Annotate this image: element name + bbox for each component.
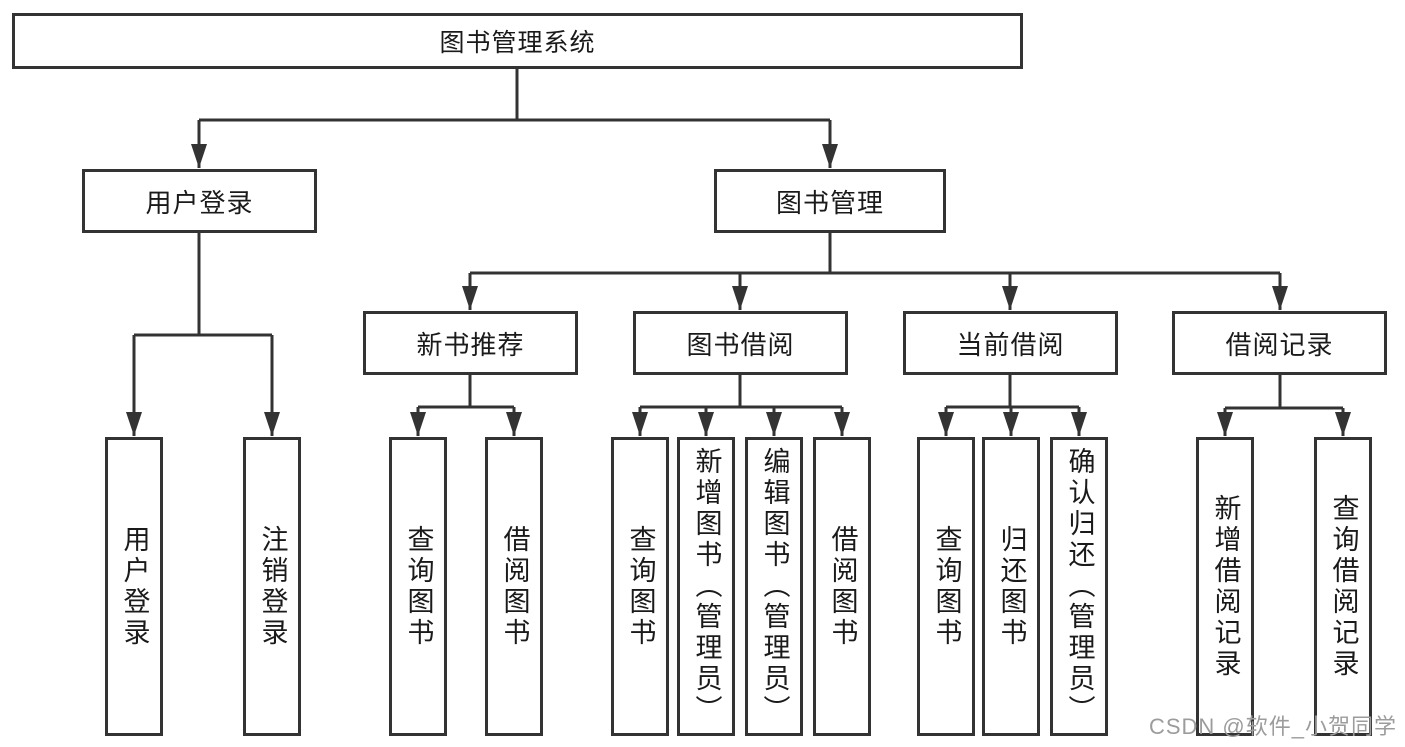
node-book-borrowing: 图书借阅: [633, 311, 848, 375]
leaf-add-borrow-record: 新增借阅记录: [1196, 437, 1254, 736]
leaf-edit-books-admin: 编辑图书（管理员）: [745, 437, 803, 736]
leaf-add-books-admin: 新增图书（管理员）: [677, 437, 735, 736]
node-book-management: 图书管理: [714, 169, 946, 233]
node-library-system: 图书管理系统: [12, 13, 1023, 69]
leaf-query-books-borrow: 查询图书: [611, 437, 669, 736]
leaf-user-login: 用户登录: [105, 437, 163, 736]
node-current-borrowing: 当前借阅: [903, 311, 1118, 375]
leaf-query-borrow-record: 查询借阅记录: [1314, 437, 1372, 736]
leaf-logout: 注销登录: [243, 437, 301, 736]
node-borrowing-records: 借阅记录: [1172, 311, 1387, 375]
node-new-book-recommend: 新书推荐: [363, 311, 578, 375]
leaf-borrow-books-recommend: 借阅图书: [485, 437, 543, 736]
csdn-watermark: CSDN @软件_小贺同学: [1148, 714, 1397, 739]
leaf-borrow-books: 借阅图书: [813, 437, 871, 736]
leaf-return-books: 归还图书: [982, 437, 1040, 736]
leaf-confirm-return-admin: 确认归还（管理员）: [1050, 437, 1108, 736]
node-user-login: 用户登录: [82, 169, 317, 233]
leaf-query-books-recommend: 查询图书: [389, 437, 447, 736]
leaf-query-books-current: 查询图书: [917, 437, 975, 736]
